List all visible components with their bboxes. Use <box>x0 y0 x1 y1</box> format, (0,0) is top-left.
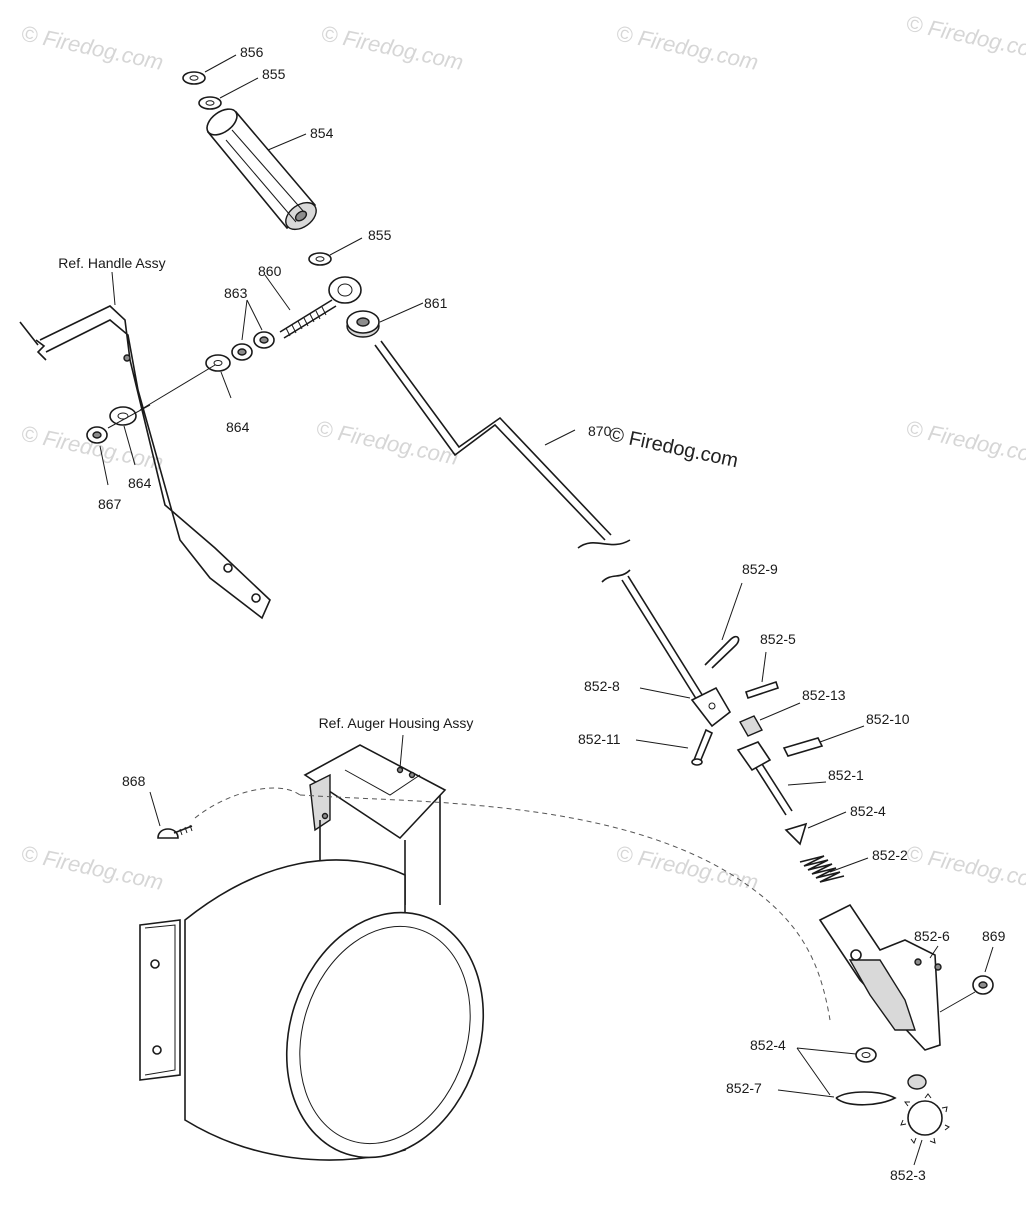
watermark-tile: © Firedog.com <box>904 840 1026 895</box>
bolt-852-11 <box>691 728 714 766</box>
part-label-852-4: 852-4 <box>750 1037 786 1053</box>
watermark-tile: © Firedog.com <box>319 20 466 75</box>
spacer-861 <box>346 310 380 338</box>
watermark-tile: © Firedog.com <box>904 415 1026 470</box>
yoke-852-1 <box>736 741 793 816</box>
part-label-852-9: 852-9 <box>742 561 778 577</box>
part-label-861: 861 <box>424 295 448 311</box>
part-label-864: 864 <box>128 475 152 491</box>
part-label-852-11: 852-11 <box>578 731 621 747</box>
part-label-852-4: 852-4 <box>850 803 886 819</box>
part-label-852-10: 852-10 <box>866 711 910 727</box>
eye-bolt-860 <box>279 276 362 339</box>
part-label-864: 864 <box>226 419 250 435</box>
nut-867 <box>86 426 108 444</box>
part-label-852-6: 852-6 <box>914 928 950 944</box>
part-label-860: 860 <box>258 263 282 279</box>
assembly-line <box>107 404 151 429</box>
part-label-852-13: 852-13 <box>802 687 846 703</box>
assembly-line <box>939 991 976 1013</box>
part-label-869: 869 <box>982 928 1006 944</box>
washer-852-4-upper <box>784 822 808 846</box>
handle-frame <box>19 305 271 620</box>
part-label-863: 863 <box>224 285 248 301</box>
assembly-dashed-line <box>194 787 831 1021</box>
part-label-852-7: 852-7 <box>726 1080 762 1096</box>
hairpin-852-9 <box>704 635 740 669</box>
part-label-854: 854 <box>310 125 334 141</box>
carriage-bolt-868 <box>157 824 193 839</box>
pin-852-10 <box>782 737 824 757</box>
part-label-852-3: 852-3 <box>890 1167 926 1183</box>
watermark-main: © Firedog.com <box>607 423 740 472</box>
watermark-tile: © Firedog.com <box>614 20 761 75</box>
part-label-868: 868 <box>122 773 146 789</box>
auger-housing <box>139 744 485 1161</box>
watermark-tile: © Firedog.com <box>19 840 166 895</box>
spring-852-2 <box>799 855 845 883</box>
washer-864-lower <box>109 406 137 426</box>
assembly-line <box>139 364 216 411</box>
nut-863-b <box>231 343 253 361</box>
washer-855-upper <box>198 96 222 110</box>
nut-863-a <box>253 331 275 349</box>
nut-869 <box>972 975 994 995</box>
watermark-tile: © Firedog.com <box>19 20 166 75</box>
block-852-13 <box>739 715 763 737</box>
clevis-852-8 <box>690 686 732 728</box>
part-label-855: 855 <box>368 227 392 243</box>
washer-856 <box>182 71 206 85</box>
ref-handle-assy-label: Ref. Handle Assy <box>58 255 165 271</box>
watermark-tile: © Firedog.com <box>904 10 1026 65</box>
part-label-852-1: 852-1 <box>828 767 864 783</box>
bracket-852-6 <box>818 903 942 1051</box>
grip-854 <box>206 108 317 231</box>
part-label-852-8: 852-8 <box>584 678 620 694</box>
pin-852-5 <box>744 680 780 700</box>
ref-auger-housing-label: Ref. Auger Housing Assy <box>319 715 474 731</box>
part-label-855: 855 <box>262 66 286 82</box>
washer-852-4-lower <box>855 1047 877 1063</box>
part-label-856: 856 <box>240 44 264 60</box>
watermark-tile: © Firedog.com <box>314 415 461 470</box>
washer-855-lower <box>308 252 332 266</box>
part-label-852-2: 852-2 <box>872 847 908 863</box>
gear-852-3 <box>900 1074 950 1145</box>
watermark-tile: © Firedog.com <box>614 840 761 895</box>
control-rod-870 <box>374 340 707 706</box>
part-label-870: 870 <box>588 423 612 439</box>
part-label-852-5: 852-5 <box>760 631 796 647</box>
leader-lines <box>99 54 994 1166</box>
clip-852-7 <box>835 1091 897 1106</box>
part-label-867: 867 <box>98 496 122 512</box>
